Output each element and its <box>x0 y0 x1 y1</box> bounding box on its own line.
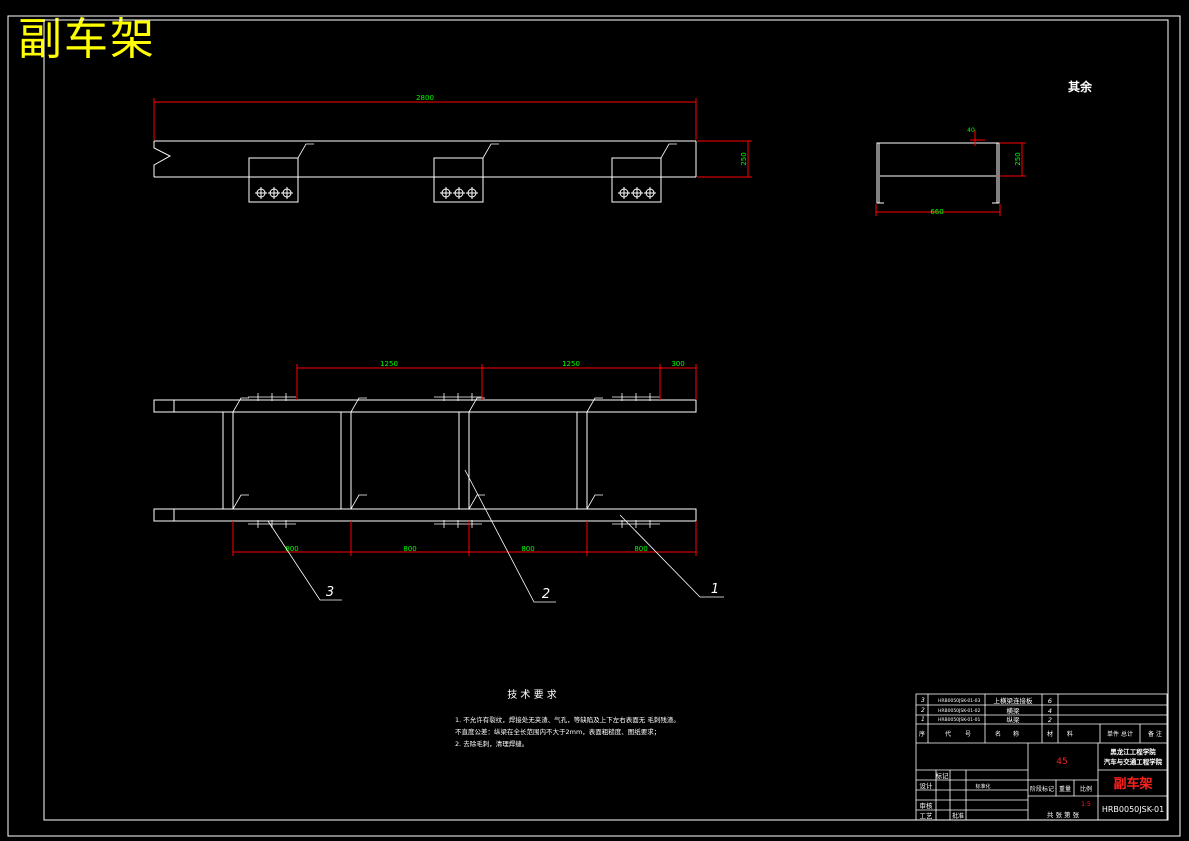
dim-plan-bottom-3: 800 <box>521 545 534 553</box>
label-revision-row: 标记 <box>936 771 950 780</box>
material-value: 45 <box>1056 757 1067 767</box>
cross-member-2 <box>340 411 352 510</box>
inner-border <box>43 19 1169 821</box>
rev-id-3: 3 <box>921 697 925 704</box>
rev-qty-2: 4 <box>1048 707 1052 715</box>
rev-name-2: 横梁 <box>1007 706 1021 715</box>
header-col-label: 号 <box>965 731 971 738</box>
corner-note: 其余 <box>1068 79 1093 94</box>
tech-req-item-3: 2. 去除毛刺，清理焊缝。 <box>455 739 528 748</box>
title-block-header: 序 代 号 名 称 材 料 单件 总计 备 注 <box>919 730 1162 738</box>
dim-side-note: 40 <box>967 127 975 134</box>
side-view-dims <box>875 130 1026 216</box>
header-col-label: 代 <box>945 730 951 738</box>
balloon-2: 2 <box>542 587 550 602</box>
rev-qty-3: 6 <box>1048 697 1052 705</box>
dim-plan-top-1: 1250 <box>380 360 398 368</box>
bracket-3 <box>611 157 662 203</box>
label-review: 审核 <box>920 801 934 810</box>
header-col-label: 名 <box>995 730 1001 738</box>
weld-symbols-plan <box>232 397 603 510</box>
sheet-count: 共 张 第 张 <box>1047 810 1080 819</box>
bracket-1 <box>248 157 299 203</box>
rev-code-2: HRB0050JSK-01-02 <box>938 708 981 714</box>
dim-side-height: 250 <box>1014 152 1022 165</box>
school-line-2: 汽车与交通工程学院 <box>1104 757 1163 766</box>
header-col-label: 备 注 <box>1148 730 1162 738</box>
dim-length: 2800 <box>416 94 434 102</box>
rev-qty-1: 2 <box>1048 716 1052 724</box>
label-design: 设计 <box>920 781 934 790</box>
part-name: 副车架 <box>1113 776 1152 792</box>
rev-id-2: 2 <box>921 707 925 714</box>
plan-view-dims <box>232 364 697 556</box>
label-scale: 比例 <box>1080 785 1092 793</box>
balloon-1: 1 <box>711 582 719 597</box>
cross-member-4 <box>576 411 588 510</box>
header-col-label: 料 <box>1067 730 1073 738</box>
rev-id-1: 1 <box>921 716 925 723</box>
header-col-label: 单件 总计 <box>1107 730 1133 738</box>
tech-req-item-2: 不直度公差：纵梁在全长范围内不大于2mm，表面粗糙度、图纸要求； <box>455 727 660 736</box>
dim-plan-bottom-1: 800 <box>285 545 298 553</box>
scale-value: 1:5 <box>1081 801 1091 808</box>
header-col-label: 称 <box>1013 730 1019 738</box>
dim-plan-top-2: 1250 <box>562 360 580 368</box>
drawing-title: 副车架 <box>18 14 156 65</box>
dim-width: 660 <box>930 208 943 216</box>
header-col-label: 材 <box>1047 730 1053 738</box>
top-view <box>153 140 697 203</box>
tech-req-item-1: 1. 不允许有裂纹，焊接处无夹渣、气孔，等缺陷及上下左右表面无 毛刺残渣。 <box>455 715 680 724</box>
balloon-3: 3 <box>326 585 334 600</box>
label-process: 工艺 <box>920 812 934 820</box>
label-weight: 重量 <box>1059 785 1071 793</box>
label-approve: 批准 <box>952 812 964 820</box>
dim-plan-bottom-2: 800 <box>403 545 416 553</box>
dim-plan-top-3: 300 <box>671 360 684 368</box>
bracket-2 <box>433 157 484 203</box>
plan-bolts <box>248 393 660 528</box>
rev-name-3: 上横梁连接板 <box>994 696 1034 705</box>
cross-member-1 <box>222 411 234 510</box>
label-stage: 阶段标记 <box>1030 785 1054 793</box>
title-block <box>915 693 1168 821</box>
rev-name-1: 纵梁 <box>1007 715 1021 724</box>
outer-border <box>7 15 1181 837</box>
rev-code-1: HRB0050JSK-01-01 <box>938 717 981 723</box>
label-standard: 标准化 <box>975 783 990 790</box>
leader-lines <box>267 469 724 603</box>
side-view <box>876 142 1000 204</box>
plan-view <box>153 399 697 522</box>
top-view-dims <box>153 98 752 178</box>
bolt-holes <box>255 187 656 199</box>
dim-height: 250 <box>740 152 748 165</box>
tech-req-heading: 技 术 要 求 <box>507 688 557 701</box>
header-col-label: 序 <box>919 730 925 738</box>
rev-code-3: HRB0050JSK-01-03 <box>938 698 981 704</box>
drawing-number: HRB0050JSK-01 <box>1102 805 1164 814</box>
cross-member-3 <box>458 411 470 510</box>
weld-symbols-top <box>297 143 677 159</box>
dim-plan-bottom-4: 800 <box>634 545 647 553</box>
school-line-1: 黑龙江工程学院 <box>1110 747 1156 756</box>
